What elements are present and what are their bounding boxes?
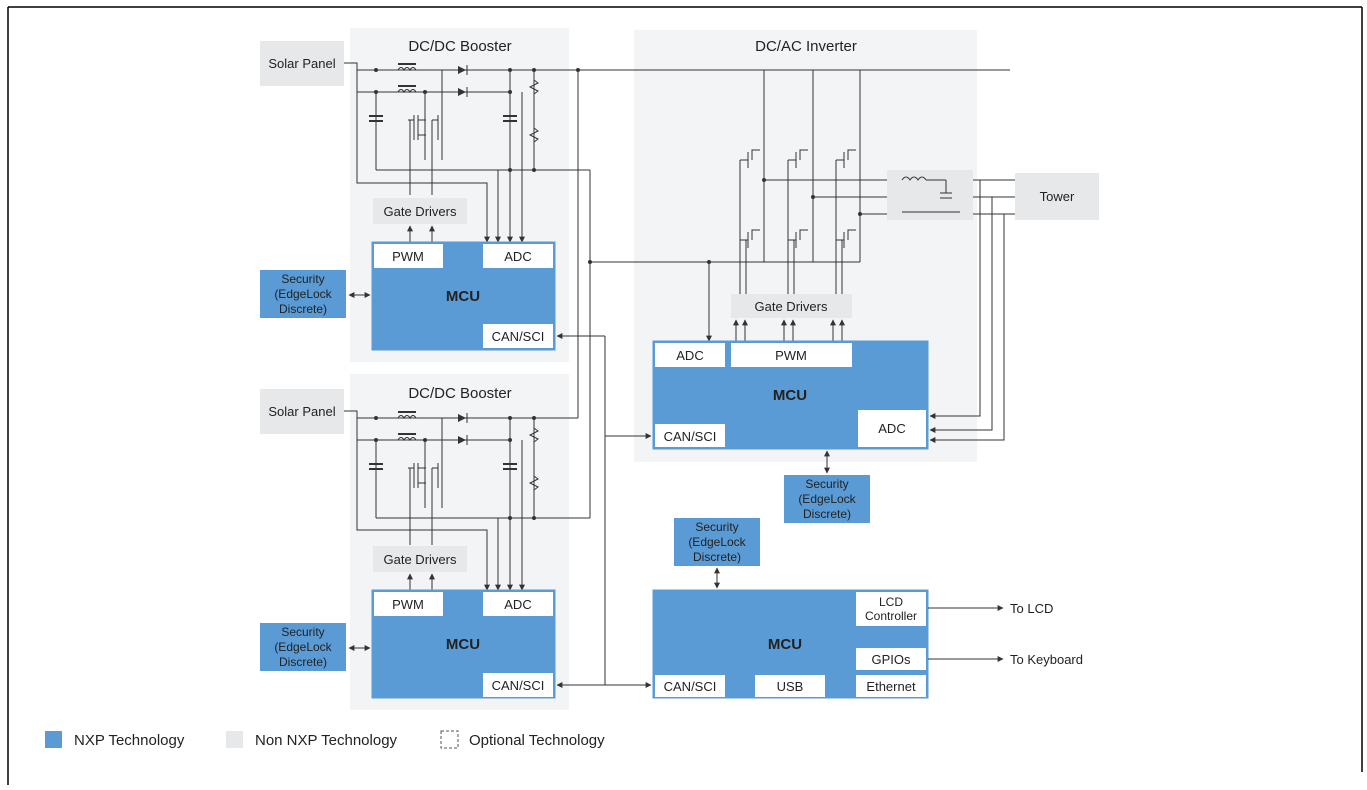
booster-1-mcu-label: MCU (446, 288, 480, 305)
booster-1-security-line1: Security (281, 272, 324, 286)
booster-1-adc-label: ADC (504, 249, 531, 264)
legend-nxp-swatch (45, 731, 62, 748)
legend-optional-label: Optional Technology (469, 732, 605, 749)
inverter-adc-left-label: ADC (676, 348, 703, 363)
inverter-security (784, 475, 870, 523)
hmi-security-line3: Discrete) (693, 550, 741, 564)
to-lcd-label: To LCD (1010, 601, 1053, 616)
booster-1-diodes (374, 65, 580, 172)
inverter-security-line1: Security (805, 477, 848, 491)
booster-1-security-line3: Discrete) (279, 302, 327, 316)
booster-1-security (260, 270, 346, 318)
hmi-ethernet-block (856, 675, 926, 697)
hmi-can-label: CAN/SCI (664, 679, 717, 694)
gate-driver-arrows (407, 225, 936, 591)
inverter-security-line2: (EdgeLock (798, 492, 856, 506)
solar-panel-1 (260, 41, 344, 86)
legend-optional-swatch (440, 730, 459, 749)
hmi-security (674, 518, 760, 566)
inverter-adc-right-block (858, 410, 926, 447)
inverter-security-line3: Discrete) (803, 507, 851, 521)
inverter-nodes (762, 178, 862, 216)
solar-panel-2-label: Solar Panel (268, 404, 335, 419)
booster-1-title: DC/DC Booster (408, 38, 511, 55)
legend-non-nxp-label: Non NXP Technology (255, 732, 398, 749)
hmi-usb-label: USB (777, 679, 804, 694)
booster-2-security (260, 623, 346, 671)
communication-arrows (348, 292, 1004, 688)
hmi-lcd-label-line2: Controller (865, 609, 917, 623)
booster-2-security-line1: Security (281, 625, 324, 639)
hmi-gpios-block (856, 648, 926, 670)
booster-1-pwm-block (374, 244, 443, 268)
booster-2-can-label: CAN/SCI (492, 678, 545, 693)
output-filter-symbol (901, 176, 960, 213)
booster-1-pwm-label: PWM (392, 249, 424, 264)
inverter-adc-left-block (655, 343, 725, 367)
inverter-title: DC/AC Inverter (755, 38, 857, 55)
booster-1-gate-drivers-label: Gate Drivers (384, 204, 457, 219)
hmi-security-line1: Security (695, 520, 738, 534)
legend-nxp-label: NXP Technology (74, 732, 185, 749)
solar-panel-1-label: Solar Panel (268, 56, 335, 71)
booster-2-gate-drivers-label: Gate Drivers (384, 552, 457, 567)
hmi-lcd-label-line1: LCD (879, 595, 903, 609)
hmi-mcu-label: MCU (768, 636, 802, 653)
inverter-adc-right-label: ADC (878, 421, 905, 436)
inverter-gate-drivers (731, 294, 852, 318)
inverter-pwm-block (731, 343, 852, 367)
booster-1-adc-block (483, 244, 553, 268)
booster-2-title: DC/DC Booster (408, 385, 511, 402)
tower-block (1015, 173, 1099, 220)
inverter-pwm-label: PWM (775, 348, 807, 363)
solar-panel-2 (260, 389, 344, 434)
booster-1-caps (369, 63, 517, 122)
hmi-usb-block (755, 675, 825, 697)
tower-label: Tower (1040, 189, 1075, 204)
booster-1-can-block (483, 324, 553, 348)
booster-1-gate-drivers (373, 198, 467, 224)
booster-2-adc-label: ADC (504, 597, 531, 612)
hmi-gpios-label: GPIOs (871, 652, 911, 667)
booster-2-pwm-block (374, 592, 443, 616)
hmi-lcd-block (856, 592, 926, 626)
inverter-can-block (655, 424, 725, 447)
inverter-gate-drivers-label: Gate Drivers (755, 299, 828, 314)
booster-2-can-block (483, 673, 553, 697)
hmi-security-line2: (EdgeLock (688, 535, 746, 549)
legend-non-nxp-swatch (226, 731, 243, 748)
booster-2-pwm-label: PWM (392, 597, 424, 612)
booster-2-security-line2: (EdgeLock (274, 640, 332, 654)
inverter-mcu-label: MCU (773, 387, 807, 404)
booster-2-adc-block (483, 592, 553, 616)
booster-1-can-label: CAN/SCI (492, 329, 545, 344)
booster-2-gate-drivers (373, 546, 467, 572)
booster-2-caps (369, 411, 517, 470)
booster-2-diodes (374, 413, 536, 520)
booster-2-security-line3: Discrete) (279, 655, 327, 669)
hmi-can-block (655, 675, 725, 697)
booster-2-mcu-label: MCU (446, 636, 480, 653)
hmi-ethernet-label: Ethernet (866, 679, 916, 694)
dc-bus-lines (589, 170, 860, 518)
to-keyboard-label: To Keyboard (1010, 652, 1083, 667)
inverter-can-label: CAN/SCI (664, 429, 717, 444)
booster-1-security-line2: (EdgeLock (274, 287, 332, 301)
